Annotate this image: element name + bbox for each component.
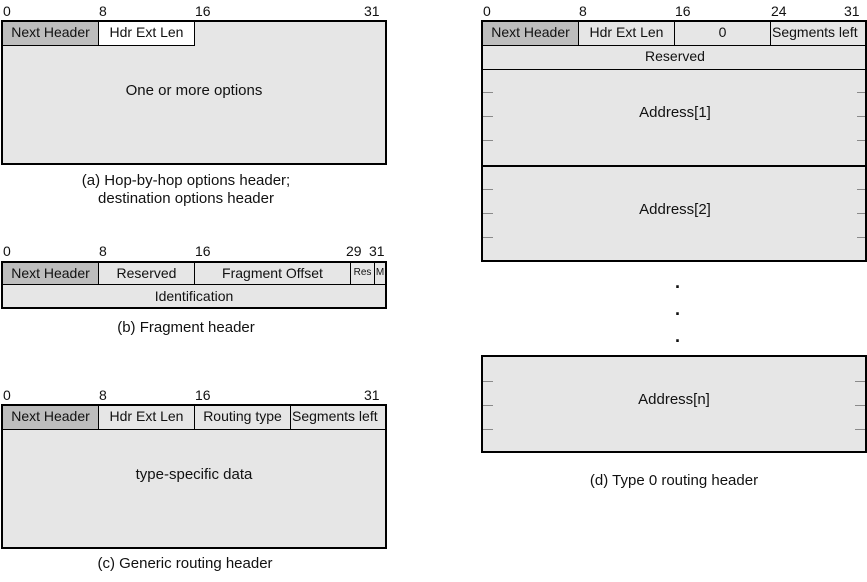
type-zero-field: 0 bbox=[675, 22, 771, 46]
bit-label-31: 31 bbox=[364, 3, 380, 19]
res-field: Res bbox=[351, 263, 375, 285]
word-divider-mark bbox=[857, 213, 865, 214]
bit-label-16: 16 bbox=[675, 3, 691, 19]
bit-label-29: 29 bbox=[346, 243, 362, 259]
bit-label-0: 0 bbox=[3, 243, 11, 259]
caption-a-line1: (a) Hop-by-hop options header; bbox=[81, 172, 291, 189]
address-n-block: Address[n] bbox=[481, 355, 867, 453]
word-divider-mark bbox=[483, 405, 493, 406]
word-divider-mark bbox=[483, 189, 493, 190]
bit-label-8: 8 bbox=[99, 387, 107, 403]
address-1-block: Address[1] bbox=[483, 70, 865, 167]
reserved-field: Reserved bbox=[99, 263, 195, 285]
next-header-field: Next Header bbox=[3, 406, 99, 430]
identification-field: Identification bbox=[154, 288, 234, 304]
next-header-field: Next Header bbox=[483, 22, 579, 46]
word-divider-mark bbox=[855, 405, 865, 406]
word-divider-mark bbox=[857, 189, 865, 190]
word-divider-mark bbox=[483, 116, 493, 117]
caption-a-line2: destination options header bbox=[98, 190, 274, 207]
ellipsis-dot: . bbox=[675, 299, 681, 319]
word-divider-mark bbox=[855, 429, 865, 430]
fragment-header-box: Next Header Reserved Fragment Offset Res… bbox=[1, 261, 387, 309]
routing-type-field: Routing type bbox=[195, 406, 291, 430]
fragment-offset-field: Fragment Offset bbox=[195, 263, 351, 285]
segments-left-field: Segments left bbox=[291, 406, 385, 430]
hdr-ext-len-field: Hdr Ext Len bbox=[99, 22, 195, 46]
bit-label-8: 8 bbox=[579, 3, 587, 19]
word-divider-mark bbox=[483, 140, 493, 141]
word-divider-mark bbox=[857, 116, 865, 117]
hdr-ext-len-field: Hdr Ext Len bbox=[99, 406, 195, 430]
word-divider-mark bbox=[857, 140, 865, 141]
bit-label-16: 16 bbox=[195, 3, 211, 19]
bit-label-0: 0 bbox=[483, 3, 491, 19]
next-header-field: Next Header bbox=[3, 263, 99, 285]
word-divider-mark bbox=[483, 381, 493, 382]
word-divider-mark bbox=[483, 213, 493, 214]
ellipsis-dot: . bbox=[675, 272, 681, 292]
address-2-block: Address[2] bbox=[483, 167, 865, 260]
bit-label-8: 8 bbox=[99, 243, 107, 259]
word-divider-mark bbox=[483, 237, 493, 238]
address-2-label: Address[2] bbox=[639, 201, 711, 218]
type0-header-box: Next Header Hdr Ext Len 0 Segments left … bbox=[481, 20, 867, 262]
more-fragments-flag: M bbox=[375, 263, 385, 285]
word-divider-mark bbox=[857, 92, 865, 93]
caption-d: (d) Type 0 routing header bbox=[589, 472, 759, 489]
next-header-field: Next Header bbox=[3, 22, 99, 46]
reserved-field: Reserved bbox=[483, 46, 865, 70]
options-body-label: One or more options bbox=[125, 82, 263, 99]
ellipsis-dot: . bbox=[675, 326, 681, 346]
word-divider-mark bbox=[857, 237, 865, 238]
options-header-box: Next Header Hdr Ext Len One or more opti… bbox=[1, 20, 387, 165]
caption-c: (c) Generic routing header bbox=[97, 555, 273, 572]
word-divider-mark bbox=[483, 92, 493, 93]
hdr-ext-len-field: Hdr Ext Len bbox=[579, 22, 675, 46]
bit-label-16: 16 bbox=[195, 243, 211, 259]
bit-label-8: 8 bbox=[99, 3, 107, 19]
bit-label-31: 31 bbox=[844, 3, 860, 19]
word-divider-mark bbox=[483, 429, 493, 430]
bit-label-16: 16 bbox=[195, 387, 211, 403]
type-specific-data-label: type-specific data bbox=[135, 466, 253, 483]
bit-label-0: 0 bbox=[3, 387, 11, 403]
address-n-label: Address[n] bbox=[638, 391, 710, 408]
address-1-label: Address[1] bbox=[639, 104, 711, 121]
bit-label-31: 31 bbox=[364, 387, 380, 403]
word-divider-mark bbox=[855, 381, 865, 382]
bit-label-31: 31 bbox=[369, 243, 385, 259]
routing-header-box: Next Header Hdr Ext Len Routing type Seg… bbox=[1, 404, 387, 549]
segments-left-field: Segments left bbox=[771, 22, 865, 46]
bit-label-0: 0 bbox=[3, 3, 11, 19]
caption-b: (b) Fragment header bbox=[117, 319, 255, 336]
bit-label-24: 24 bbox=[771, 3, 787, 19]
